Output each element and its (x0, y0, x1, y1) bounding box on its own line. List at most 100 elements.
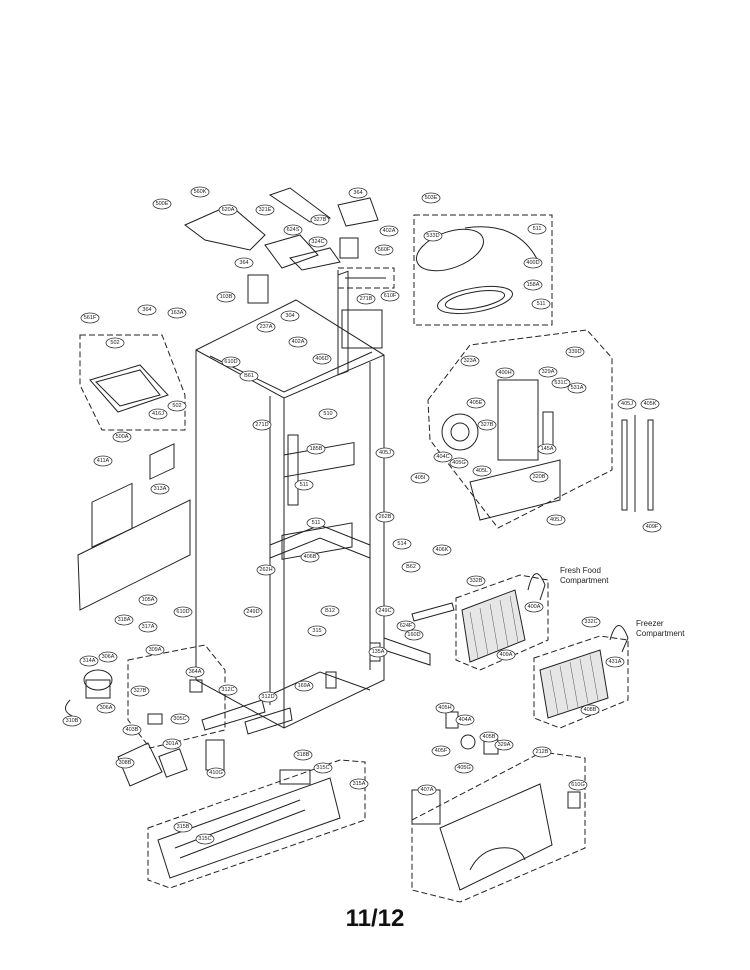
callout-306a: 306A (96, 702, 116, 714)
callout-label: 624S (287, 227, 300, 233)
callout-514: 514 (392, 538, 412, 550)
callout-label: 185B (310, 446, 323, 452)
callout-103b: 103B (216, 291, 236, 303)
callout-label: 405E (470, 400, 483, 406)
callout-label: 103B (220, 294, 233, 300)
callout-531a: 531A (567, 382, 587, 394)
callout-301a: 301A (162, 738, 182, 750)
callout-label: 405J (379, 450, 391, 456)
callout-label: 502 (172, 403, 181, 409)
callout-label: 400A (528, 604, 541, 610)
callout-label: 318B (297, 752, 310, 758)
callout-327b: 327B (130, 685, 150, 697)
callout-502: 502 (167, 400, 187, 412)
callout-label: 249D (246, 609, 259, 615)
callout-406k: 406K (432, 544, 452, 556)
callout-label: 408B (584, 707, 597, 713)
callout-label: 160D (407, 632, 420, 638)
callout-409a: 409A (496, 649, 516, 661)
callout-271b: 271B (356, 293, 376, 305)
callout-label: 332B (470, 578, 483, 584)
shelf-group (79, 334, 186, 431)
callout-label: 305C (173, 716, 186, 722)
callout-324c: 324C (308, 236, 328, 248)
callout-label: 405H (438, 705, 451, 711)
callout-label: 406D (315, 356, 328, 362)
callout-label: 405J (550, 517, 562, 523)
callout-label: 315A (353, 781, 366, 787)
callout-b62: B62 (401, 561, 421, 573)
callout-label: 320B (533, 474, 546, 480)
callout-409f: 409F (642, 521, 662, 533)
callout-533d: 533D (423, 230, 443, 242)
callout-620a: 620A (218, 204, 238, 216)
callout-label: 402A (292, 339, 305, 345)
callout-label: 135A (372, 649, 385, 655)
callout-label: 304 (285, 313, 294, 319)
callout-label: 324C (311, 239, 324, 245)
callout-308b: 308B (115, 757, 135, 769)
callout-262b: 262B (375, 511, 395, 523)
fresh-food-evaporator (455, 573, 549, 671)
callout-315c: 315C (195, 833, 215, 845)
callout-503e: 503E (421, 192, 441, 204)
callout-364a: 364A (185, 666, 205, 678)
callout-label: 610D (224, 359, 237, 365)
callout-318b: 318B (293, 749, 313, 761)
callout-label: 510 (323, 411, 332, 417)
callout-label: 610F (384, 293, 397, 299)
callout-label: 404C (436, 454, 449, 460)
callout-label: 314A (83, 658, 96, 664)
callout-610g: 610G (568, 779, 588, 791)
callout-237a: 237A (256, 321, 276, 333)
callout-310b: 310B (62, 715, 82, 727)
callout-label: 364 (353, 190, 362, 196)
callout-318a: 318A (114, 614, 134, 626)
callout-406d: 406D (312, 353, 332, 365)
callout-610d: 610D (221, 356, 241, 368)
callout-511: 511 (531, 298, 551, 310)
callout-label: 271D (255, 422, 268, 428)
callout-403b: 403B (122, 724, 142, 736)
callout-label: 431A (609, 659, 622, 665)
callout-405e: 405E (466, 397, 486, 409)
callout-label: 407A (421, 787, 434, 793)
callout-364: 364 (137, 304, 157, 316)
callout-511: 511 (294, 479, 314, 491)
freezer-evaporator (533, 625, 629, 729)
callout-402a: 402A (379, 225, 399, 237)
callout-label: B12 (325, 608, 335, 614)
fresh-food-label: Fresh Food (560, 566, 601, 575)
callout-label: 624F (400, 623, 413, 629)
callout-label: 403B (126, 727, 139, 733)
callout-label: 317A (142, 624, 155, 630)
callout-405k: 405K (640, 398, 660, 410)
callout-label: 502 (110, 340, 119, 346)
callout-label: 400D (526, 260, 539, 266)
callout-label: 249C (378, 608, 391, 614)
callout-400h: 400H (495, 367, 515, 379)
callout-label: 327B (481, 422, 494, 428)
callout-label: 511 (533, 226, 542, 232)
callout-320b: 320B (529, 471, 549, 483)
dispenser-assembly-group (427, 329, 613, 529)
callout-249d: 249D (243, 606, 263, 618)
callout-306a: 306A (98, 651, 118, 663)
callout-label: 237A (260, 324, 273, 330)
callout-560f: 560F (374, 244, 394, 256)
callout-531c: 531C (551, 377, 571, 389)
callout-label: 339D (568, 349, 581, 355)
callout-212b: 212B (532, 746, 552, 758)
callout-404c: 404C (433, 451, 453, 463)
callout-label: 409F (646, 524, 659, 530)
callout-404a: 404A (455, 714, 475, 726)
callout-label: 364 (142, 307, 151, 313)
callout-label: 511 (300, 482, 309, 488)
callout-label: 405I (415, 475, 426, 481)
callout-label: 329A (542, 369, 555, 375)
callout-314a: 314A (79, 655, 99, 667)
callout-364: 364 (234, 257, 254, 269)
callout-405b: 405B (479, 731, 499, 743)
